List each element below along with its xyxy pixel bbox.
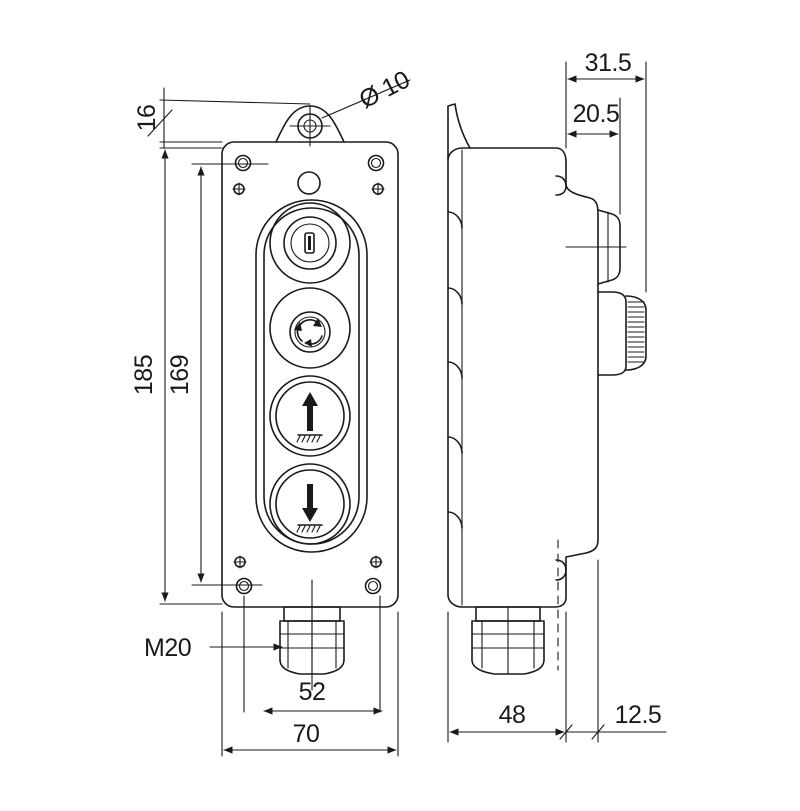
side-key-switch: [565, 209, 627, 285]
side-knob: [597, 291, 647, 376]
side-view: [447, 103, 647, 675]
dim-52: 52: [299, 678, 326, 706]
hanging-eye: [275, 105, 345, 147]
knurl-lines: [627, 301, 645, 363]
side-grips: [447, 211, 463, 529]
dim-hole: Ø 10: [355, 66, 414, 115]
key-switch: [269, 202, 351, 284]
dim-48: 48: [499, 701, 526, 729]
cable-gland-side: [471, 606, 545, 675]
dim-185: 185: [130, 355, 158, 395]
key-switch-icon: [308, 236, 311, 250]
up-button: [269, 375, 351, 457]
reset-button: [269, 287, 351, 369]
corner-screws: [232, 182, 385, 569]
dim-169: 169: [166, 355, 194, 395]
side-housing: [447, 147, 599, 608]
dim-m20: M20: [144, 634, 191, 662]
arrow-up-icon: [296, 392, 323, 443]
dim-31-5: 31.5: [585, 49, 632, 77]
dim-70: 70: [293, 720, 320, 748]
reset-icon: [294, 318, 323, 347]
dim-12-5: 12.5: [615, 701, 662, 729]
dim-20-5: 20.5: [573, 100, 620, 128]
down-button: [269, 463, 351, 545]
indicator-hole: [297, 171, 321, 195]
dim-16: 16: [133, 105, 161, 132]
button-panel: [255, 199, 368, 553]
arrow-down-icon: [296, 484, 323, 533]
side-dimensions: 31.5 20.5 48 12.5: [447, 49, 667, 743]
side-bracket: [447, 103, 471, 161]
front-view: [221, 105, 399, 691]
mounting-holes: [234, 154, 385, 595]
